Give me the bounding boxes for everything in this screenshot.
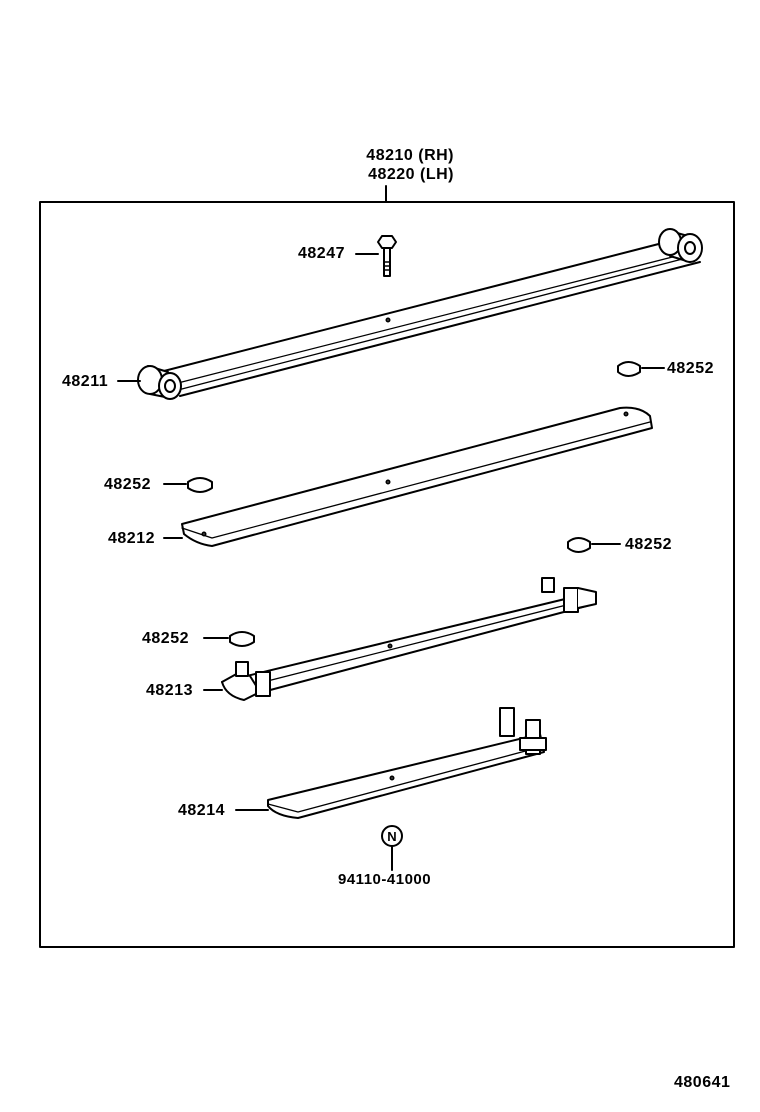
leaf-insert-3 xyxy=(567,537,621,553)
part-label-insert-3: 48252 xyxy=(625,536,672,553)
part-label-bolt: 48247 xyxy=(298,245,345,262)
rivet-symbol xyxy=(381,825,403,871)
rivet-standard-mark: N xyxy=(387,829,396,844)
leaf-insert-4 xyxy=(203,631,255,647)
part-label-leaf-3: 48213 xyxy=(146,682,193,699)
leaf-4 xyxy=(235,707,547,819)
leaf-2 xyxy=(163,406,653,547)
part-label-rivet: 94110-41000 xyxy=(338,871,432,888)
part-label-insert-4: 48252 xyxy=(142,630,189,647)
leaf-insert-2 xyxy=(163,477,213,493)
part-label-insert-1: 48252 xyxy=(667,360,714,377)
leaf-insert-1 xyxy=(617,361,665,377)
figure-id: 480641 xyxy=(674,1074,731,1091)
part-label-leaf-2: 48212 xyxy=(108,530,155,547)
leaf-3 xyxy=(203,577,597,701)
part-label-insert-2: 48252 xyxy=(104,476,151,493)
center-bolt xyxy=(355,235,397,277)
part-label-leaf-main: 48211 xyxy=(62,373,109,390)
assembly-label-rh: 48210 (RH) xyxy=(366,147,454,164)
part-label-leaf-4: 48214 xyxy=(178,802,225,819)
main-leaf xyxy=(117,228,703,400)
assembly-label-lh: 48220 (LH) xyxy=(368,166,454,183)
